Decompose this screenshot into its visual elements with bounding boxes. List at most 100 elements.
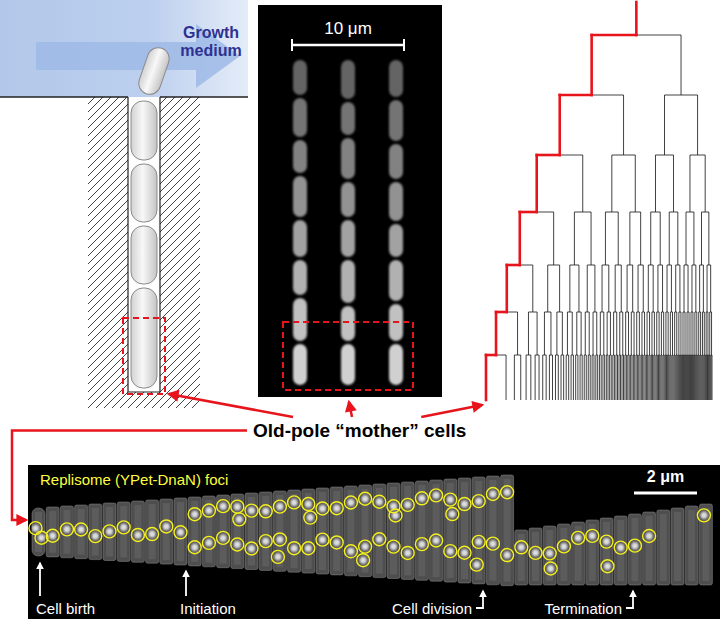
cell-slice: [515, 530, 528, 585]
focus-circle: [446, 508, 459, 521]
lineage-branch: [623, 355, 624, 400]
lineage-branch: [692, 312, 693, 355]
focus-circle: [188, 508, 201, 521]
lineage-branch: [561, 355, 562, 400]
focus-glow: [461, 501, 468, 508]
focus-glow: [205, 539, 212, 546]
cell-slice: [75, 505, 88, 559]
lineage-branch: [514, 355, 517, 356]
focus-circle: [233, 513, 246, 526]
lineage-branch: [678, 312, 679, 355]
lineage-branch: [581, 312, 582, 355]
lineage-branch: [537, 312, 538, 355]
lineage-branch: [650, 212, 651, 265]
lineage-branch: [603, 312, 604, 355]
lineage-branch: [554, 265, 560, 266]
lineage-branch: [595, 355, 596, 400]
focus-circle: [29, 522, 42, 535]
focus-circle: [60, 523, 73, 536]
lineage-branch: [627, 265, 628, 312]
lineage-branch: [622, 312, 623, 355]
lineage-branch: [701, 355, 702, 400]
focus-circle: [486, 488, 499, 501]
focus-circle: [444, 493, 457, 506]
lineage-branch: [514, 355, 515, 400]
focus-circle: [288, 496, 301, 509]
lineage-branch: [638, 355, 639, 400]
cell-slice-shade: [674, 512, 681, 581]
lineage-branch: [607, 312, 608, 355]
text-holder: Cell birth: [36, 600, 95, 618]
lineage-branch: [518, 355, 521, 356]
cell-slice-shade: [63, 510, 70, 554]
lineage-branch: [636, 35, 681, 36]
text-holder: Cell division: [392, 600, 472, 618]
focus-glow: [220, 503, 227, 510]
lineage-branch: [607, 355, 608, 400]
lineage-branch: [711, 355, 712, 400]
lineage-branch: [689, 155, 690, 212]
lineage-branch: [666, 355, 667, 400]
lineage-branch: [655, 155, 664, 156]
lineage-branch: [528, 312, 532, 313]
cell-slice: [316, 488, 329, 574]
lineage-branch: [582, 155, 583, 212]
lineage-branch: [557, 312, 560, 313]
focus-circle: [316, 533, 329, 546]
focus-glow: [92, 533, 99, 540]
label-holder: Old-pole “mother” cells: [253, 420, 466, 442]
lineage-branch: [676, 355, 677, 400]
fluorescent-cell: [293, 298, 307, 341]
focus-glow: [319, 536, 326, 543]
cell-slice-shade: [134, 505, 141, 558]
lineage-branch: [655, 212, 660, 213]
lineage-branch: [537, 212, 554, 213]
cell-slice: [302, 489, 315, 573]
channel-wall: [128, 97, 160, 392]
focus-glow: [504, 552, 511, 559]
lineage-branch: [671, 265, 672, 312]
focus-glow: [589, 532, 596, 539]
focus-glow: [305, 545, 312, 552]
lineage-branch: [679, 355, 680, 400]
lineage-branch: [705, 355, 706, 400]
event-arrow: [626, 591, 633, 608]
lineage-branch: [566, 355, 567, 400]
focus-circle: [302, 542, 315, 555]
mother-lineage: [485, 355, 488, 400]
lineage-branch: [613, 312, 614, 355]
mother-lineage: [507, 264, 520, 267]
focus-circle: [273, 500, 286, 513]
lineage-branch: [659, 355, 660, 400]
focus-circle: [344, 496, 357, 509]
focus-circle: [614, 541, 627, 554]
lineage-branch: [587, 265, 588, 312]
lineage-branch: [574, 265, 579, 266]
focus-glow: [191, 544, 198, 551]
cell-slice: [643, 512, 656, 585]
lineage-branch: [670, 355, 671, 400]
cell-slice-shade: [560, 528, 567, 581]
lineage-branch: [699, 265, 700, 312]
event-label: Cell division: [392, 600, 472, 617]
focus-glow: [274, 553, 281, 560]
lineage-branch: [623, 95, 624, 155]
cell-slice: [671, 508, 684, 585]
lineage-tree: [486, 2, 712, 400]
focus-circle: [302, 498, 315, 511]
lineage-branch: [705, 212, 709, 213]
mother-lineage: [518, 212, 521, 265]
cell-slice: [486, 476, 499, 585]
cell-slice: [600, 518, 613, 585]
lineage-branch: [672, 312, 673, 355]
cell-slice-shade: [149, 504, 156, 559]
lineage-branch: [700, 355, 701, 400]
focus-glow: [191, 511, 198, 518]
lineage-branch: [667, 355, 668, 400]
lineage-branch: [605, 212, 611, 213]
lineage-branch: [651, 212, 656, 213]
focus-circle: [357, 554, 370, 567]
lineage-branch: [647, 355, 648, 400]
fluorescent-cell: [341, 102, 355, 135]
